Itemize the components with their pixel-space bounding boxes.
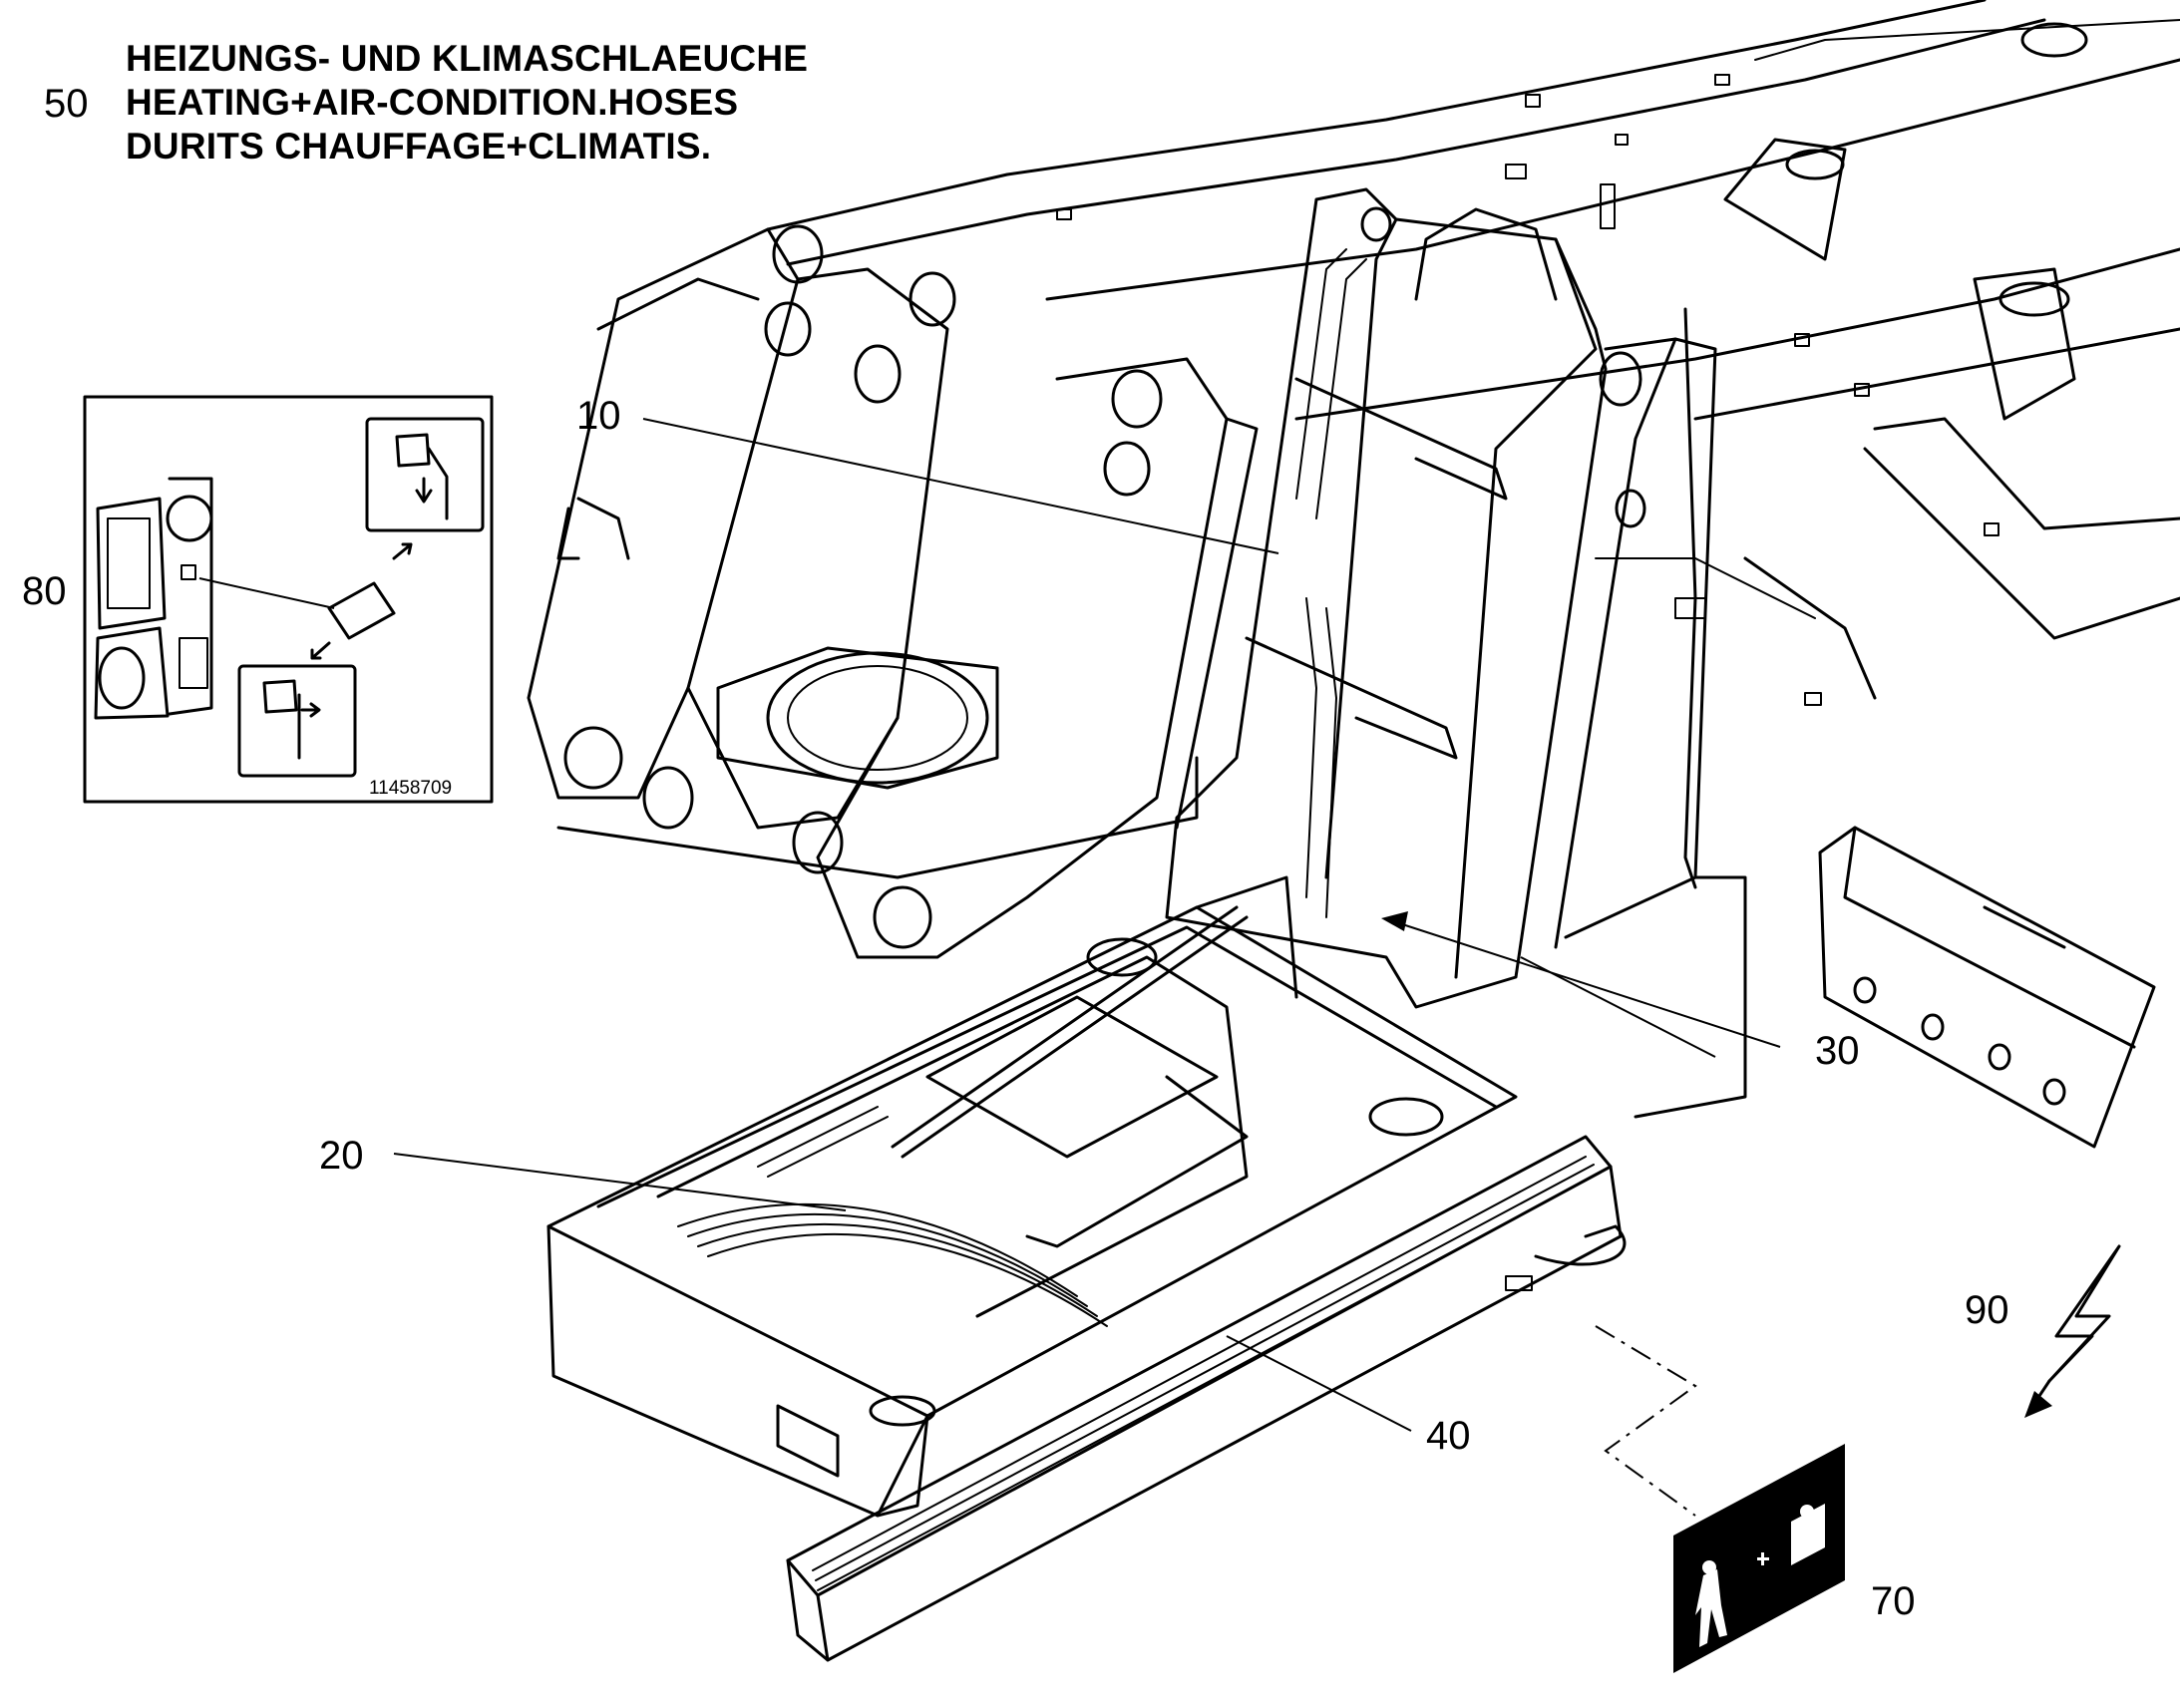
callout-90: 90 — [1965, 1288, 2009, 1332]
leader-lines — [393, 418, 1781, 1517]
inset-drawing-number: 11458709 — [369, 778, 453, 799]
callout-20: 20 — [319, 1134, 364, 1178]
callout-70: 70 — [1871, 1579, 1916, 1623]
leader-40 — [1226, 1335, 1412, 1432]
dash-chain-70 — [1595, 1325, 1697, 1517]
title-french: DURITS CHAUFFAGE+CLIMATIS. — [126, 126, 712, 167]
side-tray — [1818, 826, 2156, 1149]
title-english: HEATING+AIR-CONDITION.HOSES — [126, 82, 739, 123]
cab-floor-platform — [546, 875, 1518, 1518]
lightning-bolt-icon — [2024, 1244, 2121, 1418]
callout-80: 80 — [22, 569, 67, 613]
callout-10: 10 — [576, 394, 621, 438]
leader-10 — [642, 418, 1279, 554]
callout-40: 40 — [1426, 1414, 1471, 1458]
boom-foot-brackets — [527, 224, 1259, 959]
grating-pattern — [812, 1156, 1602, 1591]
step-grating — [786, 1135, 1627, 1662]
title-german: HEIZUNGS- UND KLIMASCHLAEUCHE — [126, 38, 809, 79]
tray-bolts — [1853, 976, 2066, 1106]
cab-support-tower — [1165, 187, 1747, 1119]
assembly-ref-number: 50 — [44, 82, 89, 126]
inset-view — [83, 395, 494, 804]
leader-30 — [1395, 921, 1781, 1048]
decal-person-plus-weight — [1673, 1444, 1845, 1673]
callout-30: 30 — [1815, 1029, 1860, 1073]
leader-20 — [393, 1153, 847, 1211]
upper-frame — [766, 0, 2180, 706]
